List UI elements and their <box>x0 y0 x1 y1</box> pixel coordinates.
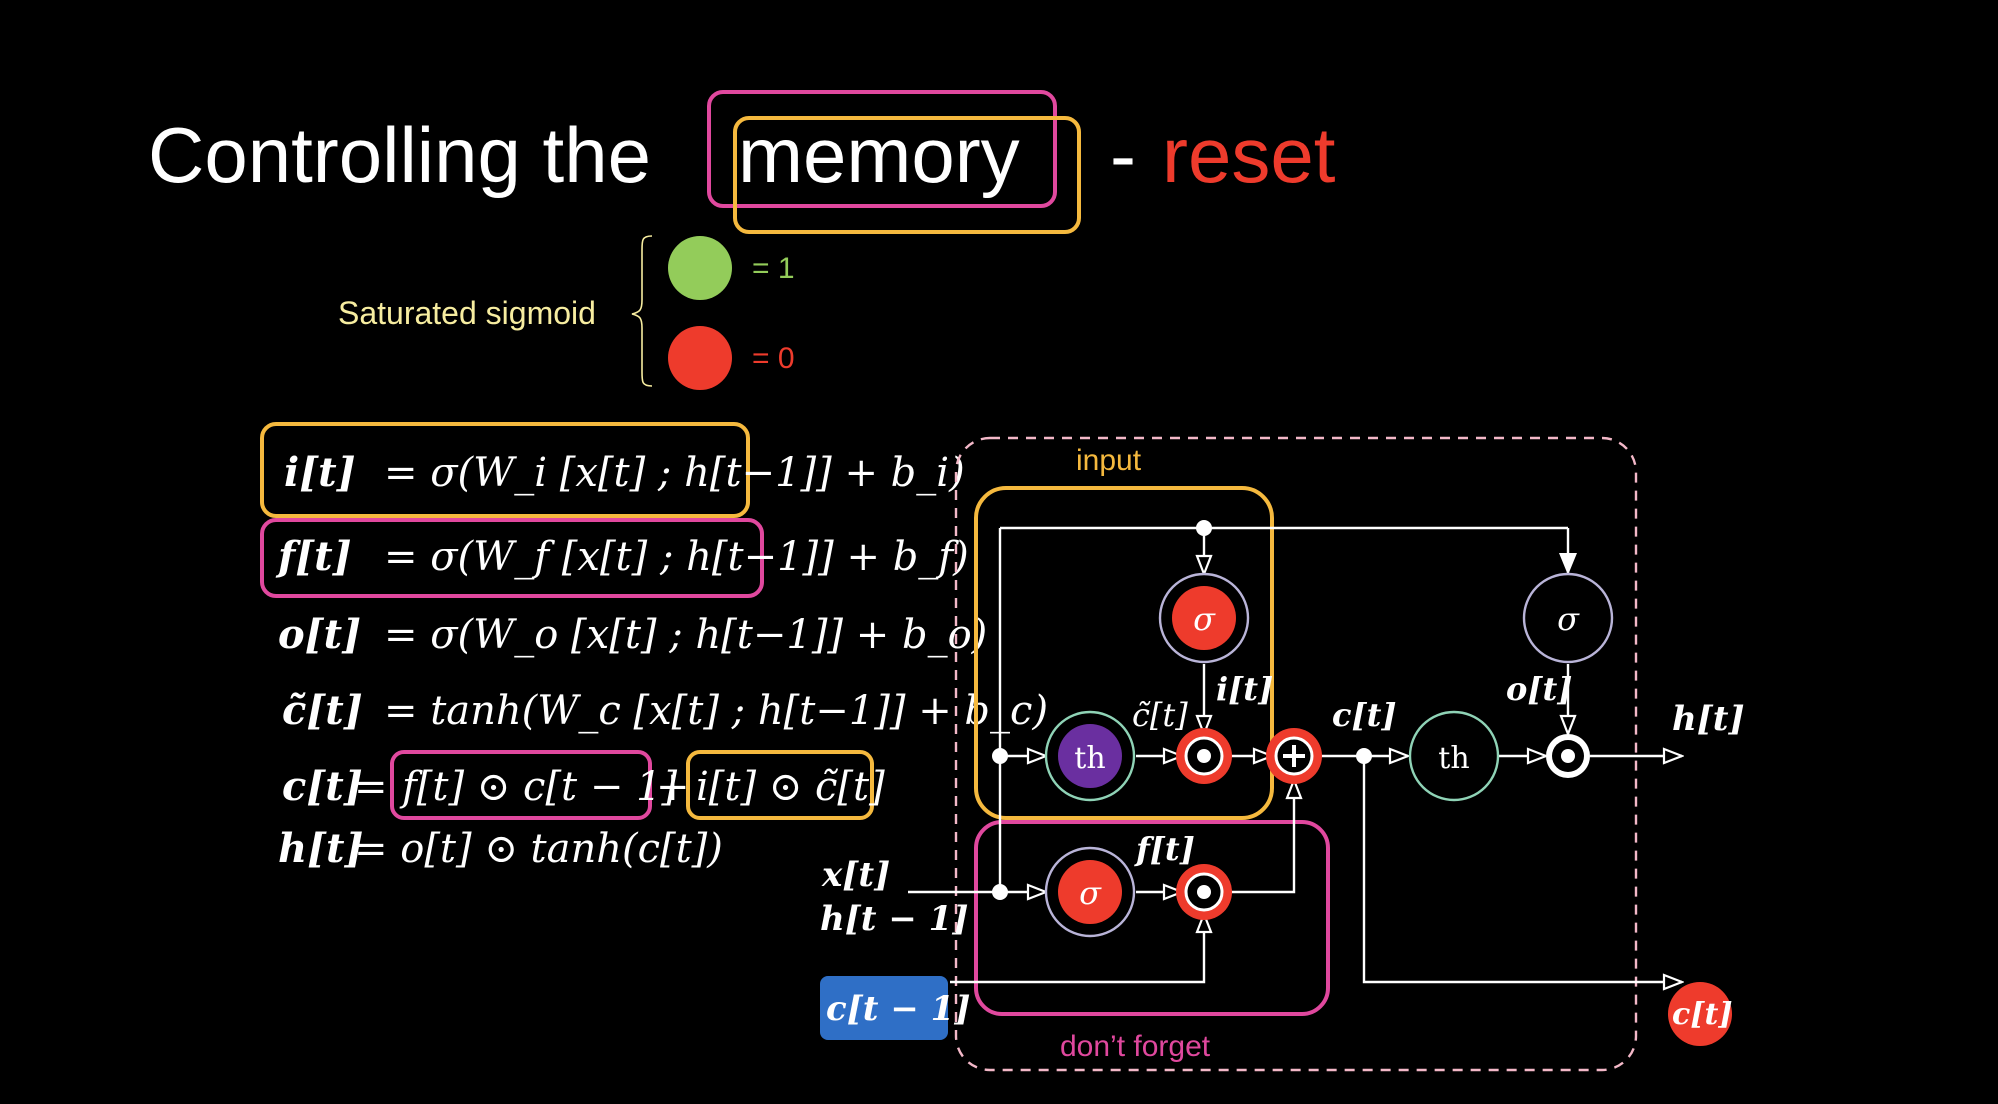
wire-f-to-sum <box>1226 780 1294 894</box>
eq-c-input-term: i[t] ⊙ c̃[t] <box>696 764 885 810</box>
memory-pink-box <box>707 90 1057 208</box>
eq-forget-box <box>260 518 764 598</box>
sum-node <box>1266 728 1322 784</box>
legend-red-dot <box>668 326 732 390</box>
legend-zero-text: = 0 <box>752 342 795 375</box>
eq-h-rhs: = o[t] ⊙ tanh(c[t]) <box>354 826 723 872</box>
eq-f-rhs: = σ(W_f [x[t] ; h[t−1]] + b_f) <box>384 534 969 580</box>
junction-mid <box>992 748 1008 764</box>
cprev-box <box>820 976 948 1040</box>
forget-multiply-node <box>1176 864 1232 920</box>
label-o: o[t] <box>1506 670 1572 708</box>
eq-f-lhs: f[t] <box>275 533 352 580</box>
junction-bottom <box>992 884 1008 900</box>
legend-brace <box>631 235 653 387</box>
input-multiply-node <box>1176 728 1232 784</box>
output-gate-sigma: σ <box>1557 600 1580 638</box>
label-i: i[t] <box>1216 670 1273 708</box>
eq-c-forget-box <box>390 750 652 820</box>
sigmoid-legend: Saturated sigmoid = 1 = 0 <box>338 235 795 390</box>
eq-o-rhs: = σ(W_o [x[t] ; h[t−1]] + b_o) <box>384 612 987 658</box>
forget-group-label: don’t forget <box>1060 1030 1211 1063</box>
tanh-output-text: th <box>1438 741 1469 776</box>
eq-c-input-box <box>686 750 874 820</box>
tanh-output-node: th <box>1408 710 1500 802</box>
memory-yellow-box <box>733 116 1081 234</box>
label-cout: c[t] <box>1672 997 1733 1032</box>
label-ctilde: c̃[t] <box>1132 696 1188 734</box>
cout-dot <box>1668 982 1732 1046</box>
wire-cprev-up <box>950 914 1204 984</box>
label-hout: h[t] <box>1672 699 1745 739</box>
output-multiply-node <box>1546 734 1590 778</box>
title-prefix: Controlling the <box>148 111 651 199</box>
eq-i-rhs: = σ(W_i [x[t] ; h[t−1]] + b_i) <box>384 450 965 496</box>
input-gate-sigma: σ <box>1193 600 1216 638</box>
eq-i-lhs: i[t] <box>284 449 356 496</box>
input-group-label: input <box>1076 444 1142 477</box>
label-c: c[t] <box>1332 696 1397 734</box>
title-dash: - <box>1110 111 1136 199</box>
forget-gate-sigma: σ <box>1079 874 1102 912</box>
eq-input-box <box>260 422 750 518</box>
eq-h-lhs: h[t] <box>278 825 363 872</box>
label-hprev: h[t − 1] <box>820 899 968 939</box>
eq-c-equals: = <box>354 764 388 810</box>
cell-boundary <box>954 436 1638 1072</box>
junction-top <box>1196 520 1212 536</box>
junction-c <box>1356 748 1372 764</box>
tanh-candidate-node: th <box>1044 710 1136 802</box>
forget-gate-node: σ <box>1044 846 1136 938</box>
input-gate-node: σ <box>1158 572 1250 664</box>
eq-ctilde-rhs: = tanh(W_c [x[t] ; h[t−1]] + b_c) <box>384 688 1048 734</box>
label-f: f[t] <box>1134 830 1195 868</box>
slide-title: Controlling the memory - reset <box>148 90 1336 234</box>
label-cprev: c[t − 1] <box>826 989 970 1029</box>
label-x: x[t] <box>821 855 890 895</box>
input-group-box <box>974 486 1274 820</box>
legend-one-text: = 1 <box>752 252 795 285</box>
eq-c-forget-term: f[t] ⊙ c[t − 1] <box>399 764 678 810</box>
wire-c-out <box>1362 756 1682 982</box>
eq-c-plus: + <box>656 764 690 810</box>
legend-green-dot <box>668 236 732 300</box>
lstm-diagram: input don’t forget <box>820 436 1745 1072</box>
legend-label: Saturated sigmoid <box>338 295 596 331</box>
forget-group-box <box>974 820 1330 1016</box>
equations: i[t] = σ(W_i [x[t] ; h[t−1]] + b_i) f[t]… <box>260 422 1048 872</box>
eq-o-lhs: o[t] <box>278 611 361 658</box>
eq-ctilde-lhs: c̃[t] <box>282 687 363 734</box>
title-memory: memory <box>738 111 1020 199</box>
output-gate-node: σ <box>1522 572 1614 664</box>
title-reset: reset <box>1162 111 1336 199</box>
tanh-candidate-text: th <box>1074 741 1105 776</box>
eq-c-lhs: c[t] <box>282 763 363 810</box>
